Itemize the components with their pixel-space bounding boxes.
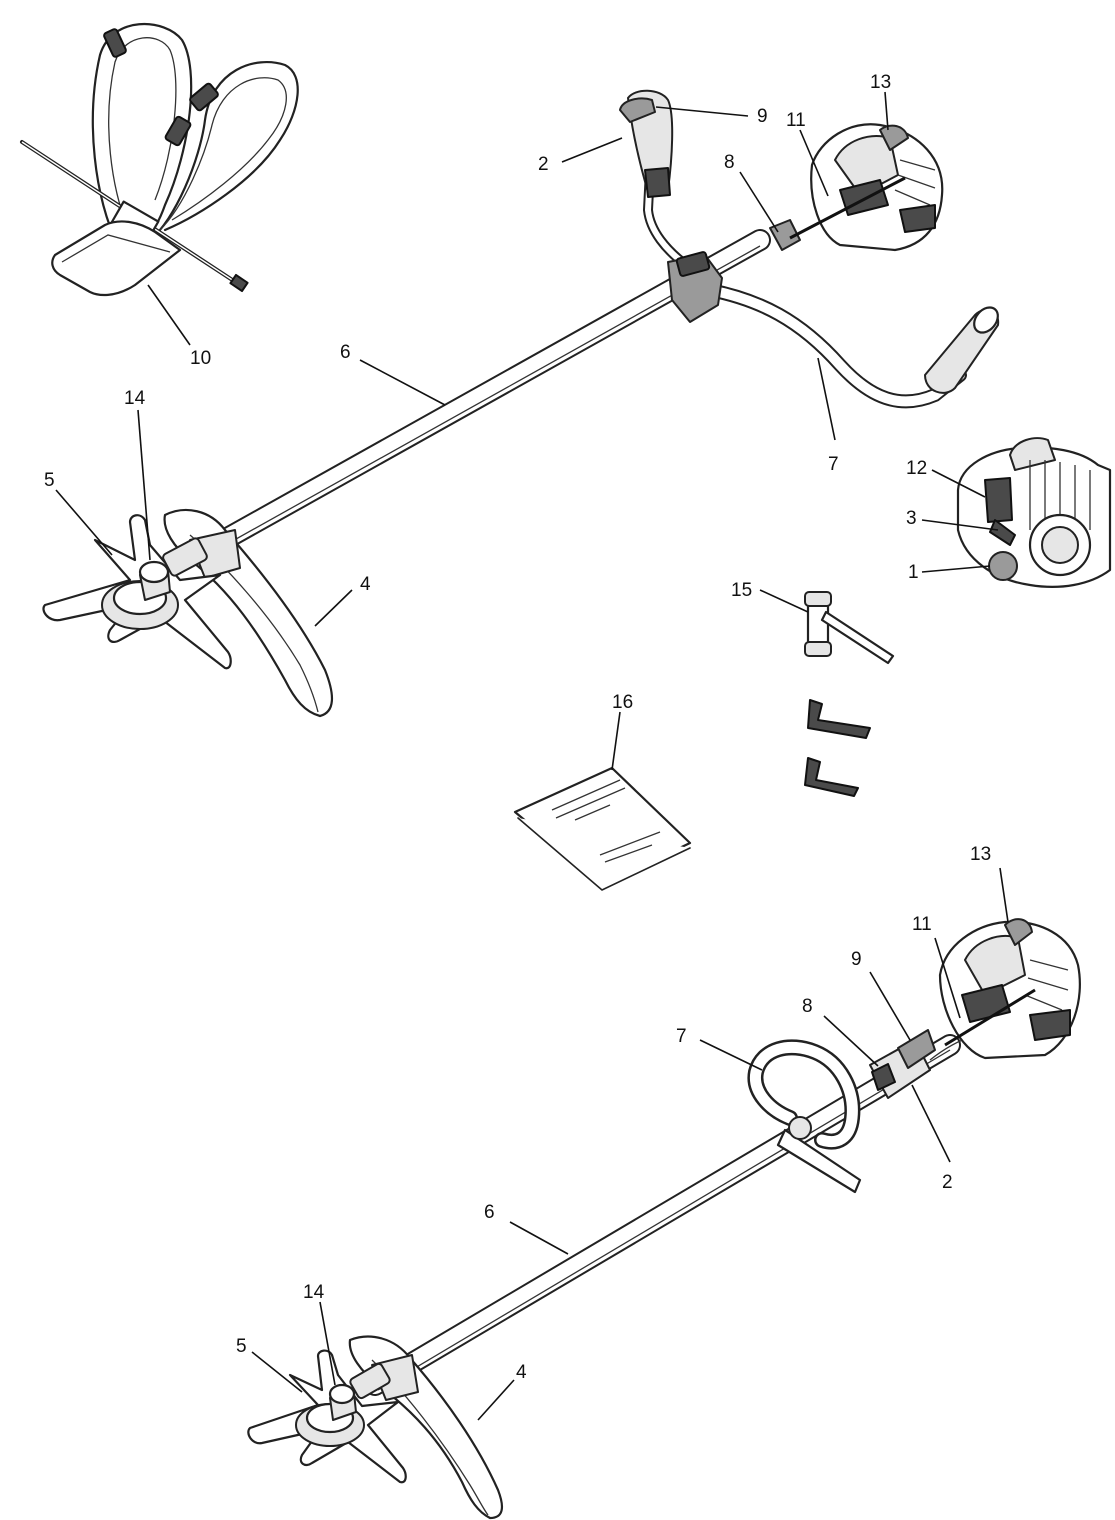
callout-11-lower: 11 — [912, 914, 932, 935]
engine-lower — [938, 918, 1081, 1060]
callout-13-lower: 13 — [970, 844, 991, 865]
callout-4-upper: 4 — [360, 574, 371, 595]
brushcutter-loop-handle: 13 11 9 8 7 2 6 14 5 4 — [236, 844, 1081, 1520]
callout-8-lower: 8 — [802, 996, 813, 1017]
instruction-manual: 16 — [513, 692, 692, 891]
callout-14-lower: 14 — [303, 1282, 325, 1303]
engine-detail: 12 3 1 — [906, 437, 1112, 588]
callout-3: 3 — [906, 508, 917, 529]
engine-upper — [789, 123, 944, 252]
shoulder-harness: 10 — [20, 23, 299, 369]
callout-9-upper: 9 — [757, 106, 768, 127]
callout-12: 12 — [906, 458, 927, 479]
brushcutter-bike-handle: 2 9 8 11 13 6 7 14 5 4 — [42, 72, 1000, 718]
callout-6-lower: 6 — [484, 1202, 495, 1223]
callout-15: 15 — [731, 580, 752, 601]
callout-10: 10 — [190, 348, 211, 369]
callout-5-lower: 5 — [236, 1336, 247, 1357]
callout-6-upper: 6 — [340, 342, 351, 363]
tool-kit: 15 — [731, 580, 895, 797]
callout-16: 16 — [612, 692, 633, 713]
cutter-head-upper — [42, 508, 333, 718]
callout-1: 1 — [908, 562, 919, 583]
callout-5-upper: 5 — [44, 470, 55, 491]
callout-11-upper: 11 — [786, 110, 806, 131]
callout-14-upper: 14 — [124, 388, 146, 409]
callout-2-upper: 2 — [538, 154, 549, 175]
callout-4-lower: 4 — [516, 1362, 527, 1383]
callout-7-upper: 7 — [828, 454, 839, 475]
callout-8-upper: 8 — [724, 152, 735, 173]
callout-2-lower: 2 — [942, 1172, 953, 1193]
callout-9-lower: 9 — [851, 949, 862, 970]
callout-7-lower: 7 — [676, 1026, 687, 1047]
callout-13-upper: 13 — [870, 72, 891, 93]
cutter-head-lower — [247, 1335, 504, 1520]
